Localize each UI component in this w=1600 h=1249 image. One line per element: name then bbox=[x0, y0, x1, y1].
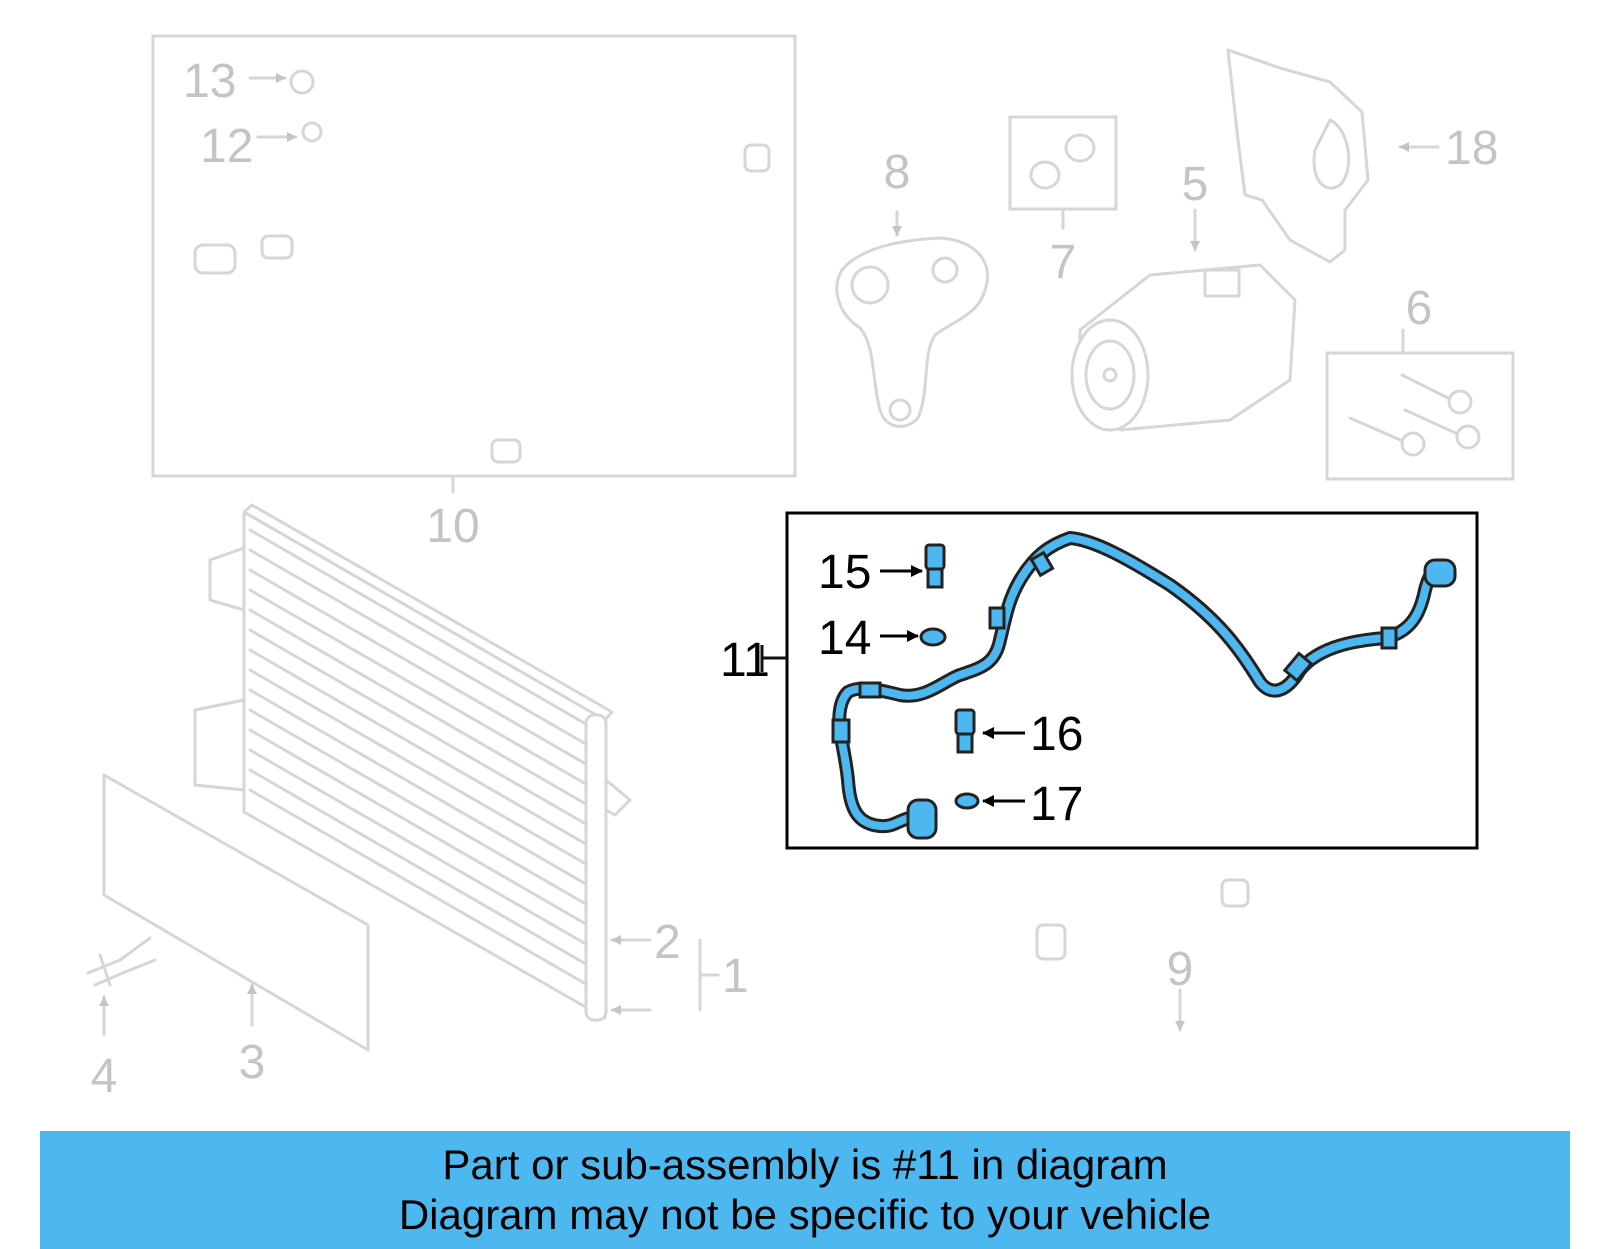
callout-8: 8 bbox=[884, 146, 911, 199]
callout-16: 16 bbox=[1030, 708, 1083, 761]
callout-18: 18 bbox=[1445, 122, 1498, 175]
callout-13: 13 bbox=[183, 55, 236, 108]
banner-line-part: Part or sub-assembly is #11 in diagram bbox=[442, 1141, 1168, 1188]
callout-4: 4 bbox=[91, 1050, 118, 1103]
callout-17: 17 bbox=[1030, 778, 1083, 831]
info-banner: Part or sub-assembly is #11 in diagram D… bbox=[40, 1131, 1570, 1249]
o-ring-17[interactable] bbox=[954, 792, 1025, 810]
discharge-hose-9 bbox=[1035, 878, 1263, 1056]
fitting-end-icon bbox=[906, 798, 938, 840]
receiver-drier-2 bbox=[584, 713, 608, 1022]
pressure-sensor-16[interactable] bbox=[954, 708, 1025, 754]
callout-12: 12 bbox=[200, 120, 253, 173]
condenser-seal-3 bbox=[102, 773, 370, 1052]
bolt-kit-6 bbox=[1325, 328, 1515, 481]
callout-5: 5 bbox=[1182, 158, 1209, 211]
condenser-1 bbox=[193, 503, 720, 1022]
callout-10: 10 bbox=[426, 500, 479, 553]
compressor-bracket-8 bbox=[835, 210, 990, 428]
hose-highlight bbox=[835, 534, 1444, 831]
callout-2: 2 bbox=[654, 916, 681, 969]
banner-line-disclaimer: Diagram may not be specific to your vehi… bbox=[398, 1191, 1212, 1238]
o-ring-14[interactable] bbox=[880, 627, 947, 647]
callout-11: 11 bbox=[720, 634, 770, 687]
callout-15: 15 bbox=[818, 546, 871, 599]
callout-1: 1 bbox=[722, 950, 749, 1003]
heat-shield-18 bbox=[1226, 48, 1440, 264]
pressure-switch-15[interactable] bbox=[880, 543, 946, 589]
valve-core-icon bbox=[301, 121, 323, 143]
callout-14: 14 bbox=[818, 612, 871, 665]
valve-cap-icon bbox=[289, 69, 315, 95]
part-group-10-box bbox=[151, 34, 797, 494]
ac-compressor-5 bbox=[1070, 208, 1297, 432]
callout-3: 3 bbox=[239, 1036, 266, 1089]
callout-7: 7 bbox=[1050, 236, 1077, 289]
clip-4 bbox=[86, 936, 157, 1037]
part-group-11-box bbox=[760, 511, 1479, 850]
plug-kit-7 bbox=[1008, 115, 1118, 230]
callout-9: 9 bbox=[1167, 943, 1194, 996]
ac-hose-assembly-11[interactable] bbox=[831, 531, 1457, 840]
suction-hose-10 bbox=[193, 69, 771, 464]
fitting-end-icon bbox=[1423, 558, 1457, 588]
callout-6: 6 bbox=[1406, 282, 1433, 335]
